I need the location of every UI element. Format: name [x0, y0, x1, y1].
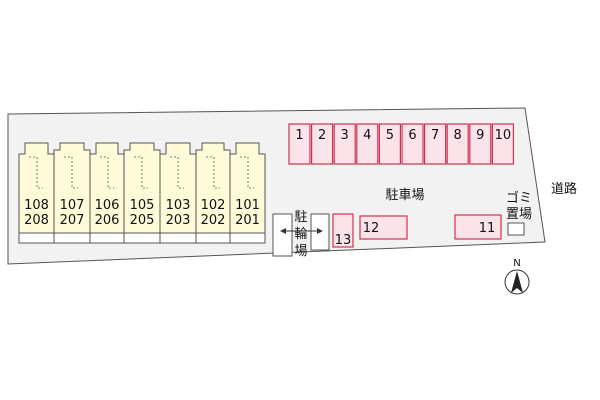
parking-space: 3 — [333, 123, 356, 165]
parking-number: 2 — [318, 128, 326, 143]
parking-lot-label: 駐車場 — [385, 188, 424, 203]
road-label: 道路 — [551, 181, 577, 197]
parking-number: 13 — [335, 233, 352, 248]
parking-number: 8 — [454, 128, 462, 143]
bicycle-parking-label-3: 場 — [294, 244, 307, 259]
unit-number-lower: 207 — [60, 213, 85, 228]
parking-number: 6 — [408, 128, 416, 143]
parking-space: 7 — [424, 123, 447, 165]
parking-number: 3 — [341, 128, 349, 143]
parking-space: 6 — [401, 123, 424, 165]
unit-number-upper: 106 — [95, 198, 120, 213]
parking-space: 1 — [288, 123, 311, 165]
parking-space-11: 11 — [454, 214, 502, 240]
unit-number-upper: 108 — [24, 198, 49, 213]
parking-number: 4 — [363, 128, 371, 143]
parking-number: 11 — [479, 221, 496, 236]
compass-north-label: N — [513, 258, 520, 269]
unit-number-lower: 206 — [95, 213, 120, 228]
unit-number-upper: 102 — [201, 198, 226, 213]
parking-space: 8 — [446, 123, 469, 165]
unit-number-lower: 205 — [130, 213, 155, 228]
parking-number: 12 — [363, 221, 380, 236]
unit-number-lower: 201 — [235, 213, 260, 228]
unit-number-upper: 107 — [60, 198, 85, 213]
garbage-area-label-2: 置場 — [506, 207, 532, 222]
garbage-area-label-1: ゴミ — [506, 190, 532, 206]
parking-number: 7 — [431, 128, 439, 143]
unit-number-lower: 202 — [201, 213, 226, 228]
unit-number-upper: 105 — [130, 198, 155, 213]
parking-number: 1 — [295, 128, 303, 143]
parking-space: 9 — [469, 123, 492, 165]
parking-number: 10 — [495, 128, 512, 143]
bicycle-parking-label-2: 輪 — [294, 226, 307, 242]
garbage-area: ゴミ 置場 — [506, 190, 532, 236]
unit-number-lower: 208 — [24, 213, 49, 228]
unit-number-lower: 203 — [166, 213, 191, 228]
unit-number-upper: 101 — [235, 198, 260, 213]
parking-number: 9 — [476, 128, 484, 143]
parking-space: 5 — [378, 123, 401, 165]
bicycle-parking-label-1: 駐 — [294, 210, 307, 225]
parking-space-12: 12 — [359, 215, 408, 240]
apartment-building: 1082081072071062061052051032031022021012… — [18, 142, 266, 244]
bicycle-parking: 駐 輪 場 — [272, 210, 330, 259]
parking-space: 10 — [491, 123, 514, 165]
parking-space-13: 13 — [332, 213, 354, 248]
unit-number-upper: 103 — [166, 198, 191, 213]
parking-space: 4 — [356, 123, 379, 165]
parking-number: 5 — [386, 128, 394, 143]
parking-space: 2 — [311, 123, 334, 165]
north-compass-icon: N — [504, 258, 530, 295]
